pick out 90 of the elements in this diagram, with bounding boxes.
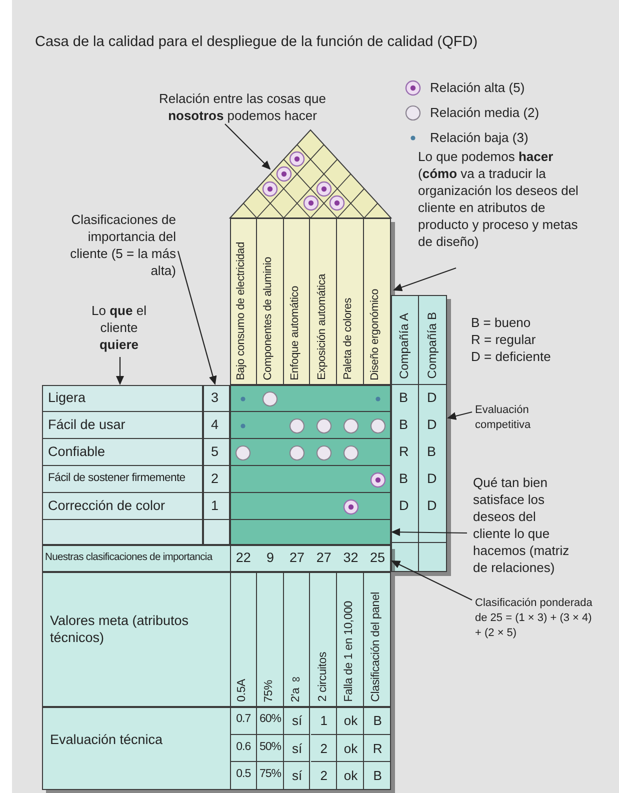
leader-arrow bbox=[393, 267, 456, 292]
importance-column bbox=[203, 385, 230, 545]
evaluation-value: ok bbox=[342, 740, 359, 756]
evaluation-value: ok bbox=[342, 768, 359, 783]
requirement-label: Confiable bbox=[48, 444, 106, 459]
evaluation-value: 60% bbox=[258, 713, 282, 725]
column-header: Exposición automática bbox=[316, 274, 328, 380]
column-header: Diseño ergonómico bbox=[369, 288, 382, 380]
rating-letter: D bbox=[427, 498, 437, 513]
rating-letter: B bbox=[427, 444, 436, 459]
evaluation-value: 1 bbox=[319, 713, 329, 728]
evaluation-value: ok bbox=[342, 713, 359, 728]
evaluation-value: R bbox=[372, 740, 384, 756]
evaluation-value: 75% bbox=[258, 768, 282, 780]
leader-arrow bbox=[116, 357, 124, 385]
column-header: Componentes de aluminio bbox=[262, 256, 274, 380]
rating-letter: B bbox=[399, 390, 408, 405]
evaluation-value: 2 bbox=[319, 768, 329, 783]
target-value: Falla de 1 en 10,000 bbox=[343, 601, 356, 702]
annotation-text: Lo que podemos hacer (cómo va a traducir la organización los deseos del cliente en atributos de producto y proceso y metas de diseño) bbox=[418, 148, 586, 250]
relationship-matrix bbox=[230, 385, 391, 545]
rating-letter: B bbox=[399, 417, 408, 432]
column-header: Enfoque automático bbox=[288, 286, 301, 380]
rating-letter: D bbox=[427, 390, 437, 405]
importance-row bbox=[42, 545, 391, 572]
target-value: Clasificación del panel bbox=[370, 592, 382, 702]
technical-evaluation-section bbox=[42, 707, 391, 790]
requirements-column bbox=[42, 385, 203, 545]
diagram-title: Casa de la calidad para el despliegue de la función de calidad (QFD) bbox=[35, 34, 479, 50]
importance-score: 27 bbox=[315, 550, 332, 565]
evaluation-value: 0.7 bbox=[235, 713, 252, 725]
rating-letter: D bbox=[399, 498, 409, 513]
section-heading: Evaluación técnica bbox=[50, 731, 164, 748]
evaluation-value: B bbox=[372, 713, 383, 728]
importance-score: 9 bbox=[265, 550, 275, 565]
importance-score: 27 bbox=[288, 550, 306, 565]
annotation-text: Lo que el cliente quiere bbox=[85, 302, 153, 353]
evaluation-value: 50% bbox=[258, 740, 282, 752]
leader-arrow bbox=[391, 528, 467, 536]
evaluation-value: sí bbox=[291, 768, 304, 783]
annotation-text: Evaluación competitiva bbox=[475, 403, 565, 433]
importance-value: 1 bbox=[211, 498, 219, 513]
requirement-label: Ligera bbox=[48, 390, 86, 405]
annotation-text: Clasificaciones de importancia del cliente (5 = la más alta) bbox=[62, 211, 176, 279]
rating-letter: B bbox=[399, 471, 408, 486]
target-values-section bbox=[42, 572, 391, 707]
evaluation-value: B bbox=[372, 768, 383, 783]
target-value: 75% bbox=[262, 680, 275, 702]
rating-letter: R bbox=[399, 444, 409, 459]
company-header: Compañía A bbox=[397, 312, 411, 379]
importance-score: 32 bbox=[342, 550, 360, 565]
column-header: Paleta de colores bbox=[342, 298, 354, 380]
leader-arrow bbox=[447, 411, 472, 420]
legend-label: Relación media (2) bbox=[430, 105, 540, 120]
competitive-evaluation-panel bbox=[391, 295, 447, 572]
company-header: Compañía B bbox=[425, 312, 439, 379]
rating-letter: D bbox=[427, 471, 437, 486]
annotation-text: Relación entre las cosas que nosotros podemos hacer bbox=[150, 90, 335, 124]
evaluation-value: sí bbox=[291, 740, 304, 756]
annotation-text: Clasificación ponderada de 25 = (1 × 3) + (3 × 4) + (2 × 5) bbox=[475, 596, 597, 641]
evaluation-value: sí bbox=[291, 713, 304, 728]
legend-note: R = regular bbox=[471, 332, 536, 347]
row-heading: Nuestras clasificaciones de importancia bbox=[45, 552, 212, 563]
requirement-label: Fácil de sostener firmemente bbox=[48, 472, 186, 484]
leader-arrow bbox=[391, 560, 472, 600]
leader-arrow bbox=[177, 250, 217, 385]
target-value: 2'a ∞ bbox=[290, 672, 302, 702]
section-heading: Valores meta (atributos técnicos) bbox=[50, 612, 190, 646]
importance-score: 25 bbox=[369, 550, 386, 565]
importance-value: 2 bbox=[211, 471, 219, 486]
rating-letter: D bbox=[427, 417, 437, 432]
importance-score: 22 bbox=[234, 550, 252, 565]
requirement-label: Corrección de color bbox=[48, 498, 166, 513]
legend-note: B = bueno bbox=[471, 315, 531, 330]
annotation-text: Qué tan bien satisface los deseos del cliente lo que hacemos (matriz de relaciones) bbox=[473, 474, 571, 576]
importance-value: 4 bbox=[211, 417, 219, 432]
legend-label: Relación baja (3) bbox=[430, 130, 528, 145]
leader-arrow bbox=[224, 124, 271, 170]
importance-value: 5 bbox=[211, 444, 219, 459]
importance-value: 3 bbox=[211, 390, 219, 405]
target-value: 0.5A bbox=[236, 679, 248, 702]
column-header: Bajo consumo de electricidad bbox=[235, 242, 247, 380]
legend-label: Relación alta (5) bbox=[430, 80, 525, 95]
legend-note: D = deficiente bbox=[471, 349, 551, 364]
technical-header-panel bbox=[230, 218, 391, 385]
evaluation-value: 0.6 bbox=[235, 740, 252, 752]
evaluation-value: 0.5 bbox=[235, 768, 252, 780]
target-value: 2 circuitos bbox=[316, 652, 328, 702]
evaluation-value: 2 bbox=[319, 740, 329, 756]
requirement-label: Fácil de usar bbox=[48, 417, 126, 432]
